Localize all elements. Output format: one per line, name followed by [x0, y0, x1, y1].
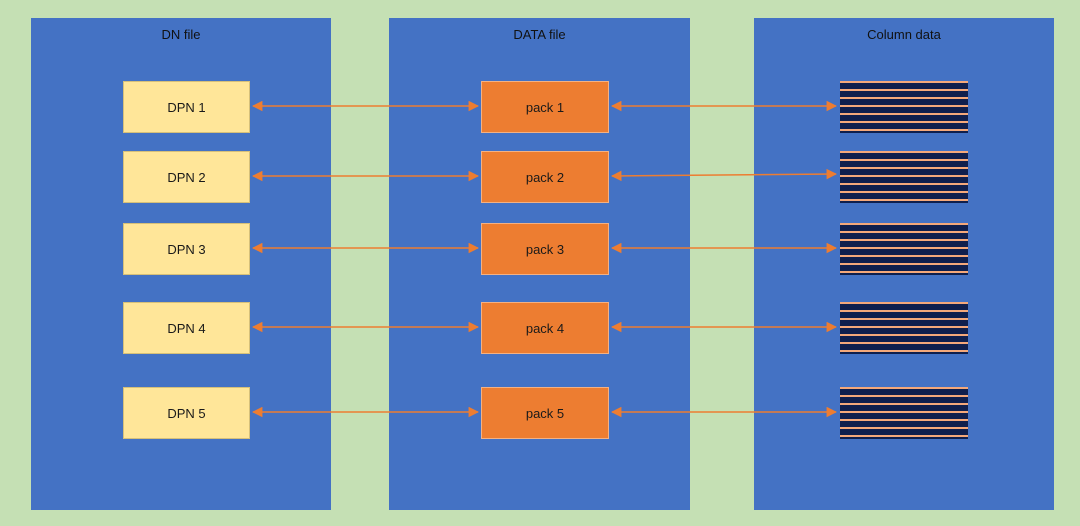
dpn-box-4: DPN 4 [123, 302, 250, 354]
column-data-title: Column data [867, 27, 941, 42]
pack-box-4: pack 4 [481, 302, 609, 354]
pack-box-2: pack 2 [481, 151, 609, 203]
dn-file-title: DN file [161, 27, 201, 42]
pack-box-5: pack 5 [481, 387, 609, 439]
column-data-block-2 [840, 151, 968, 203]
column-data-block-4 [840, 302, 968, 354]
column-data-block-3 [840, 223, 968, 275]
arrow-pack2-column2 [610, 168, 838, 182]
pack-box-3: pack 3 [481, 223, 609, 275]
dpn-box-5: DPN 5 [123, 387, 250, 439]
column-data-block-5 [840, 387, 968, 439]
data-file-title: DATA file [513, 27, 566, 42]
pack-box-1: pack 1 [481, 81, 609, 133]
dpn-box-1: DPN 1 [123, 81, 250, 133]
column-data-block-1 [840, 81, 968, 133]
dpn-box-2: DPN 2 [123, 151, 250, 203]
dpn-box-3: DPN 3 [123, 223, 250, 275]
